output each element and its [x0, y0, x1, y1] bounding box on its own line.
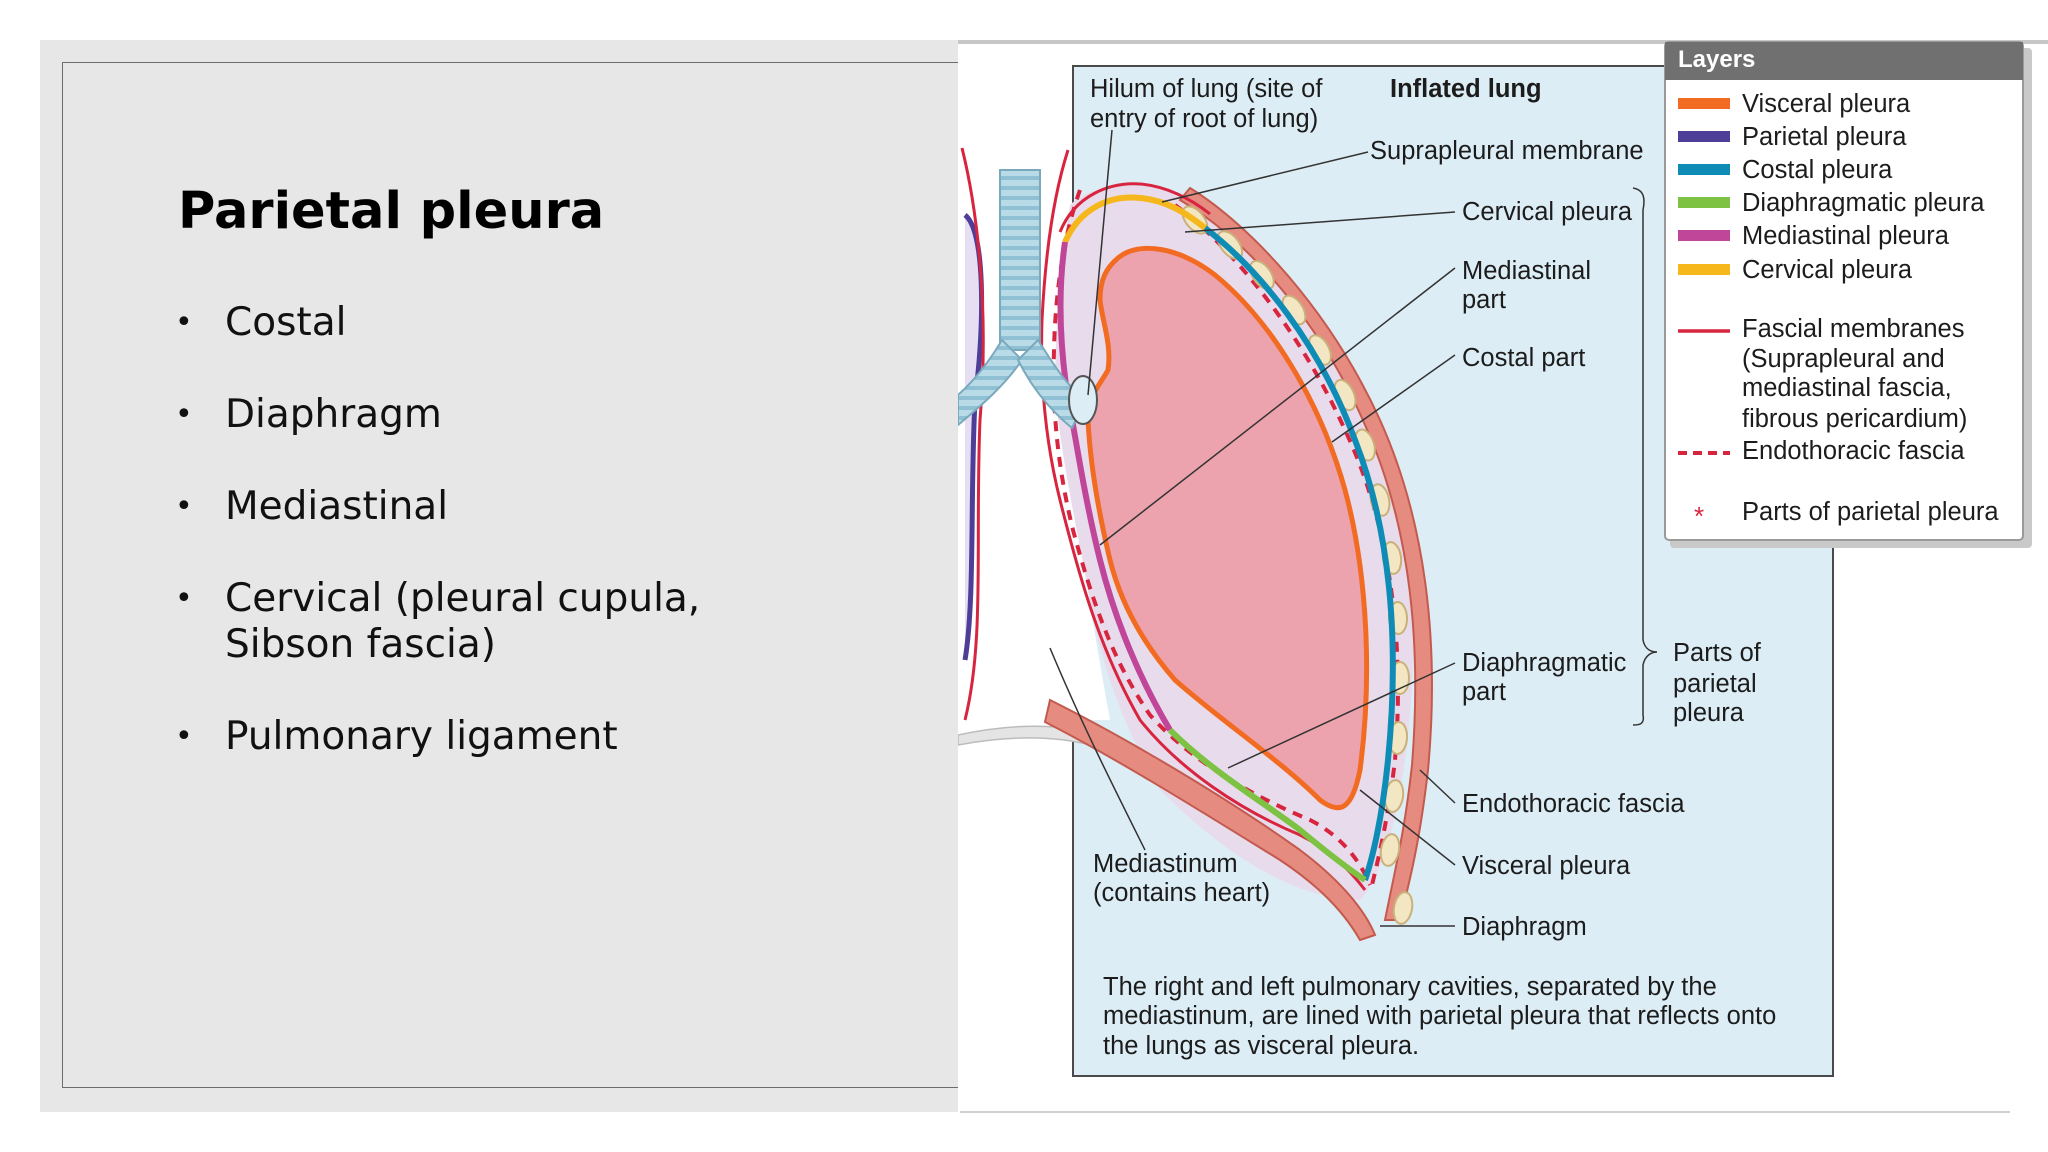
- legend-label-mediastinal: Mediastinal pleura: [1742, 222, 1950, 250]
- right-lung-fascia: [960, 147, 985, 721]
- mediastinal-pleura: [1057, 241, 1173, 732]
- legend-label-diaphragmatic: Diaphragmatic pleura: [1742, 189, 1985, 217]
- hilum-ring: [1068, 375, 1098, 425]
- legend-label-fascial-4: fibrous pericardium): [1742, 405, 1967, 433]
- cervical-pleura: [1062, 194, 1207, 244]
- label-hilum-line1: Hilum of lung (site of: [1090, 75, 1323, 103]
- label-diaphragm: Diaphragm: [1462, 913, 1587, 941]
- label-parts-of-parietal-line3: pleura: [1673, 699, 1745, 727]
- bullet-mediastinal: Mediastinal: [175, 484, 735, 530]
- chest-wall: [1178, 186, 1433, 921]
- caption-line-1: The right and left pulmonary cavities, s…: [1103, 973, 1717, 1001]
- caption-line-2: mediastinum, are lined with parietal ple…: [1103, 1002, 1776, 1030]
- label-mediastinal-part-line2: part: [1462, 286, 1506, 314]
- legend-label-visceral: Visceral pleura: [1742, 90, 1911, 118]
- fascial-membrane-mediastinal: [1040, 149, 1367, 891]
- legend-label-fascial-3: mediastinal fascia,: [1742, 374, 1952, 402]
- label-hilum-line2: entry of root of lung): [1090, 105, 1318, 133]
- label-costal-part: Costal part: [1462, 344, 1585, 372]
- right-bronchus: [958, 338, 1024, 427]
- bullet-pulmonary-ligament: Pulmonary ligament: [175, 714, 735, 760]
- legend-header: [1665, 42, 2023, 80]
- legend-label-fascial-1: Fascial membranes: [1742, 315, 1965, 343]
- legend-label-costal: Costal pleura: [1742, 156, 1893, 184]
- legend-swatch-diaphragmatic: [1678, 197, 1730, 208]
- label-diaphragmatic-part-line2: part: [1462, 678, 1506, 706]
- diaphragm-muscle: [1043, 698, 1377, 942]
- legend-label-parietal: Parietal pleura: [1742, 123, 1907, 151]
- label-visceral-pleura: Visceral pleura: [1462, 852, 1631, 880]
- label-mediastinal-part-line1: Mediastinal: [1462, 257, 1591, 285]
- costal-pleura: [1203, 225, 1396, 881]
- label-parts-of-parietal-line2: parietal: [1673, 670, 1757, 698]
- endothoracic-fascia-mediastinal: [1051, 189, 1372, 886]
- leader-lines: [1049, 129, 1658, 927]
- label-parts-of-parietal-line1: Parts of: [1673, 639, 1762, 667]
- bottom-divider: [960, 1111, 2010, 1113]
- legend-label-cervical: Cervical pleura: [1742, 256, 1913, 284]
- legend: Layers Visceral pleura Parietal pleura C…: [1664, 41, 2032, 548]
- legend-label-fascial-2: (Suprapleural and: [1742, 345, 1945, 373]
- trachea: [999, 169, 1041, 351]
- diaphragmatic-pleura: [1167, 727, 1367, 883]
- label-mediastinum-line1: Mediastinum: [1093, 850, 1238, 878]
- label-mediastinum-line2: (contains heart): [1093, 879, 1270, 907]
- pleura-diagram: Hilum of lung (site of entry of root of …: [958, 40, 2048, 1112]
- mediastinum-region: [975, 300, 1110, 720]
- legend-swatch-parietal: [1678, 131, 1730, 142]
- legend-swatch-costal: [1678, 164, 1730, 175]
- suprapleural-membrane: [1058, 182, 1211, 233]
- legend-swatch-cervical: [1678, 264, 1730, 275]
- slide-title: Parietal pleura: [178, 182, 605, 241]
- bullet-diaphragm: Diaphragm: [175, 392, 735, 438]
- bullet-cervical: Cervical (pleural cupula, Sibson fascia): [175, 576, 735, 668]
- bullet-costal: Costal: [175, 300, 735, 346]
- label-diaphragmatic-part-line1: Diaphragmatic: [1462, 649, 1627, 677]
- label-endothoracic-fascia: Endothoracic fascia: [1462, 790, 1685, 818]
- legend-title: Layers: [1678, 46, 1755, 73]
- caption-line-3: the lungs as visceral pleura.: [1103, 1032, 1419, 1060]
- legend-label-parts: Parts of parietal pleura: [1742, 498, 1999, 526]
- legend-swatch-visceral: [1678, 98, 1730, 109]
- bullet-list: Costal Diaphragm Mediastinal Cervical (p…: [175, 300, 735, 806]
- legend-asterisk: *: [1694, 501, 1704, 531]
- lung: [1085, 245, 1370, 811]
- legend-label-endothoracic: Endothoracic fascia: [1742, 437, 1965, 465]
- label-suprapleural-membrane: Suprapleural membrane: [1370, 137, 1644, 165]
- label-inflated-lung: Inflated lung: [1390, 75, 1542, 103]
- figure-top-rule: [958, 40, 2048, 44]
- label-cervical-pleura: Cervical pleura: [1462, 198, 1633, 226]
- left-bronchus: [1016, 338, 1087, 430]
- legend-swatch-mediastinal: [1678, 230, 1730, 241]
